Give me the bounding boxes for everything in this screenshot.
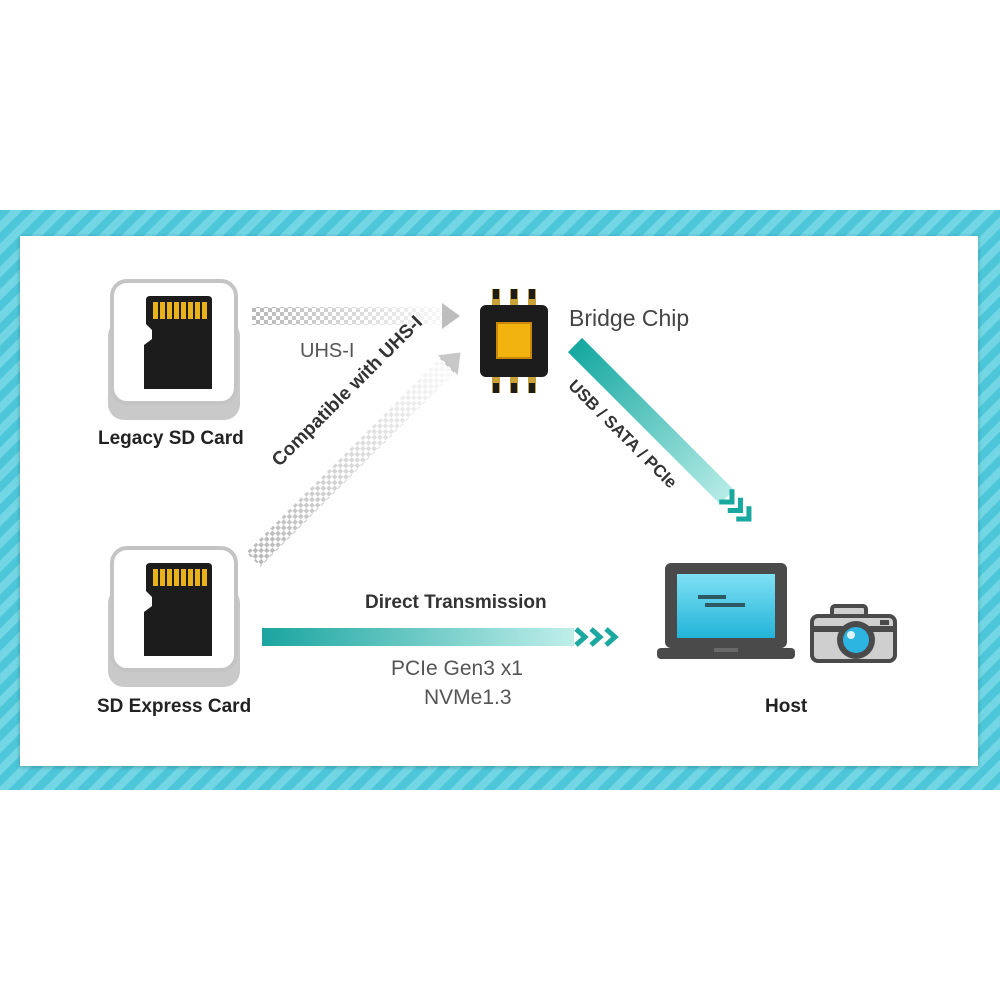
compatible-arrow (245, 352, 461, 568)
chip-icon (480, 289, 548, 393)
uhs-arrow (252, 303, 460, 329)
pcie-label: PCIe Gen3 x1 (391, 657, 523, 680)
uhs-label: UHS-I (300, 340, 355, 362)
legacy-card-label: Legacy SD Card (98, 428, 244, 449)
nvme-label: NVMe1.3 (424, 686, 512, 709)
legacy-sd-card-icon (108, 279, 240, 420)
host-label: Host (765, 696, 808, 717)
laptop-icon (657, 563, 795, 659)
direct-label: Direct Transmission (365, 592, 547, 613)
express-card-label: SD Express Card (97, 696, 252, 717)
express-sd-card-icon (108, 546, 240, 687)
bridge-chip-label: Bridge Chip (569, 305, 690, 331)
bus-arrow (567, 337, 752, 522)
camera-icon (810, 604, 897, 663)
direct-arrow (262, 627, 619, 647)
